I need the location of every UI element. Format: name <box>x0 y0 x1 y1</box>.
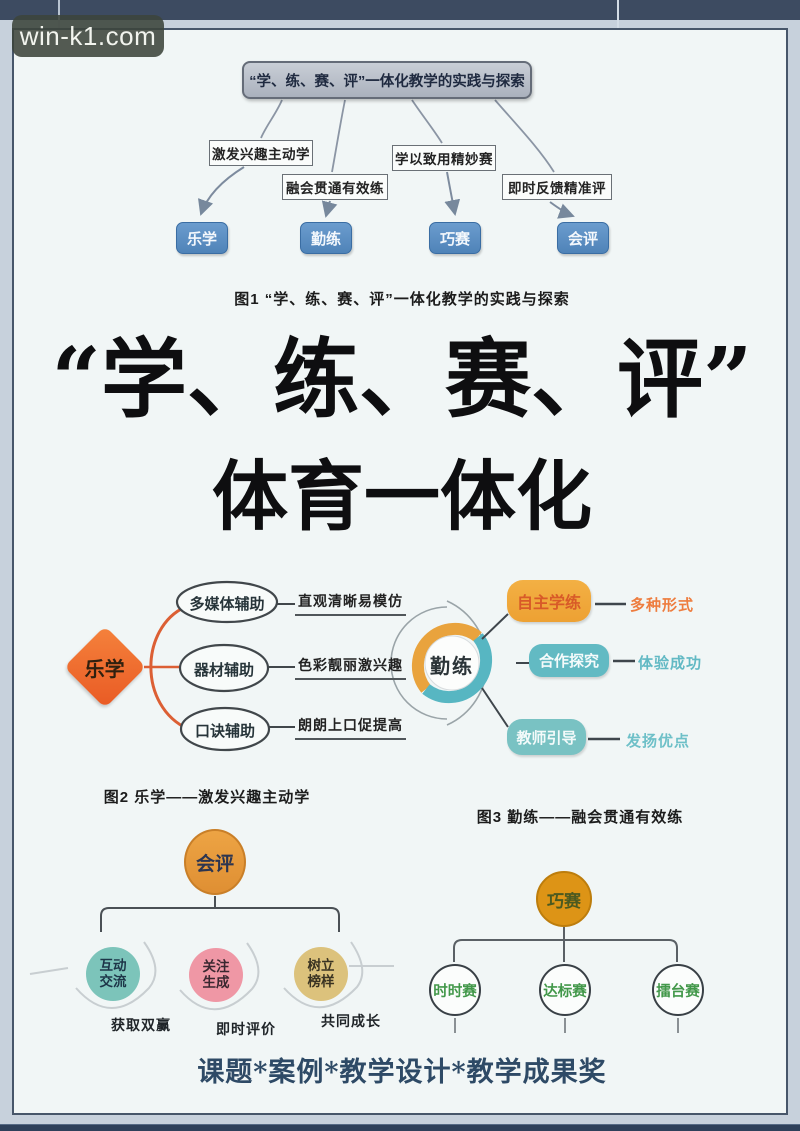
figure4-circle-1: 关注 生成 <box>189 948 243 1002</box>
figure4-art <box>29 896 394 1011</box>
qinlian-ring-teal <box>422 633 493 704</box>
figure3-node-box-0: 自主学练 <box>507 580 591 622</box>
figure3-note-1: 体验成功 <box>638 655 703 672</box>
node-label: 合作探究 <box>538 653 599 670</box>
figure1-branch-box-3: 即时反馈精准评 <box>502 174 612 200</box>
figure4-note-1: 即时评价 <box>216 1021 276 1037</box>
leaf-label: 达标赛 <box>543 983 587 1000</box>
branch-label: 学以致用精妙赛 <box>395 152 493 167</box>
figure2-art <box>144 580 295 752</box>
figure3-caption: 图3 勤练——融会贯通有效练 <box>476 809 684 826</box>
figure5-art <box>453 927 679 1033</box>
figure3-node-box-2: 教师引导 <box>507 719 586 755</box>
figure4-note-0: 获取双赢 <box>111 1017 171 1033</box>
figure2-note-1: 色彩靓丽激兴趣 <box>295 655 406 680</box>
branch-label: 即时反馈精准评 <box>508 181 606 196</box>
figure4-center-label: 会评 <box>195 853 234 875</box>
figure4-circle-0: 互动 交流 <box>86 947 140 1001</box>
poster-card: “学、练、赛、评”一体化教学的实践与探索 激发兴趣主动学 融会贯通有效练 学以致… <box>12 28 788 1115</box>
connector-art-layer <box>29 99 679 1033</box>
figure2-center-label: 乐学 <box>85 658 125 681</box>
bottom-bar <box>0 1124 800 1131</box>
main-title-line2: 体育一体化 <box>212 452 592 541</box>
figure4-note-2: 共同成长 <box>321 1013 381 1029</box>
top-bar <box>0 0 800 20</box>
figure2-node-2: 口诀辅助 <box>194 723 255 740</box>
figure2-note-2: 朗朗上口促提高 <box>295 715 406 740</box>
figure2-note-0: 直观清晰易模仿 <box>295 591 406 616</box>
figure1-result-box-1: 勤练 <box>300 222 352 254</box>
figure1-result-box-3: 会评 <box>557 222 609 254</box>
figure3-node-box-1: 合作探究 <box>529 644 609 677</box>
footer-text: 课题*案例*教学设计*教学成果奖 <box>197 1057 607 1088</box>
result-label: 勤练 <box>310 230 341 248</box>
circle-label-line1: 树立 <box>307 958 335 974</box>
circle-label-line2: 交流 <box>99 974 127 989</box>
figure3-art <box>390 600 635 741</box>
branch-label: 激发兴趣主动学 <box>212 147 310 162</box>
figure5-leaf-0: 时时赛 <box>429 964 481 1016</box>
figure1-branch-box-2: 学以致用精妙赛 <box>392 145 496 171</box>
figure3-note-2: 发扬优点 <box>626 733 691 750</box>
result-label: 会评 <box>567 230 598 248</box>
figure5-center-circle: 巧赛 <box>536 871 592 927</box>
watermark-badge: win-k1.com <box>12 15 164 57</box>
figure5-center-label: 巧赛 <box>547 891 581 911</box>
branch-label: 融会贯通有效练 <box>286 181 384 196</box>
leaf-label: 擂台赛 <box>656 983 700 1000</box>
circle-label-line1: 互动 <box>99 958 127 974</box>
figure4-circle-2: 树立 榜样 <box>294 947 348 1001</box>
figure2-node-0: 多媒体辅助 <box>189 596 265 613</box>
circle-label-line2: 榜样 <box>307 974 335 989</box>
figure1-branch-box-1: 融会贯通有效练 <box>282 174 388 200</box>
leaf-label: 时时赛 <box>433 983 477 1000</box>
figure1-result-box-0: 乐学 <box>176 222 228 254</box>
watermark-text: win-k1.com <box>19 20 157 51</box>
figure2-caption: 图2 乐学——激发兴趣主动学 <box>103 789 311 806</box>
node-label: 教师引导 <box>516 729 577 747</box>
figure4-center-ellipse: 会评 <box>184 829 246 895</box>
circle-label-line1: 关注 <box>202 959 230 975</box>
circle-label-line2: 生成 <box>202 975 230 990</box>
node-label: 自主学练 <box>516 595 581 612</box>
figure5-leaf-2: 擂台赛 <box>652 964 704 1016</box>
figure1-caption: 图1 “学、练、赛、评”一体化教学的实践与探索 <box>234 291 570 308</box>
figure5-leaf-1: 达标赛 <box>539 964 591 1016</box>
figure1-result-box-2: 巧赛 <box>429 222 481 254</box>
figure1-connectors <box>198 99 575 219</box>
figure1-title-box: “学、练、赛、评”一体化教学的实践与探索 <box>242 61 532 99</box>
figure1-title-text: “学、练、赛、评”一体化教学的实践与探索 <box>249 73 525 90</box>
figure2-node-1: 器材辅助 <box>193 662 254 679</box>
main-title-line1: “学、练、赛、评” <box>51 329 753 430</box>
result-label: 巧赛 <box>439 230 470 248</box>
qinlian-ring-orange <box>411 622 482 693</box>
figure3-note-0: 多种形式 <box>630 597 695 614</box>
top-bar-tick-right <box>617 0 619 38</box>
figure3-center-label: 勤练 <box>430 656 474 678</box>
result-label: 乐学 <box>186 230 217 248</box>
figure1-branch-box-0: 激发兴趣主动学 <box>209 140 313 166</box>
